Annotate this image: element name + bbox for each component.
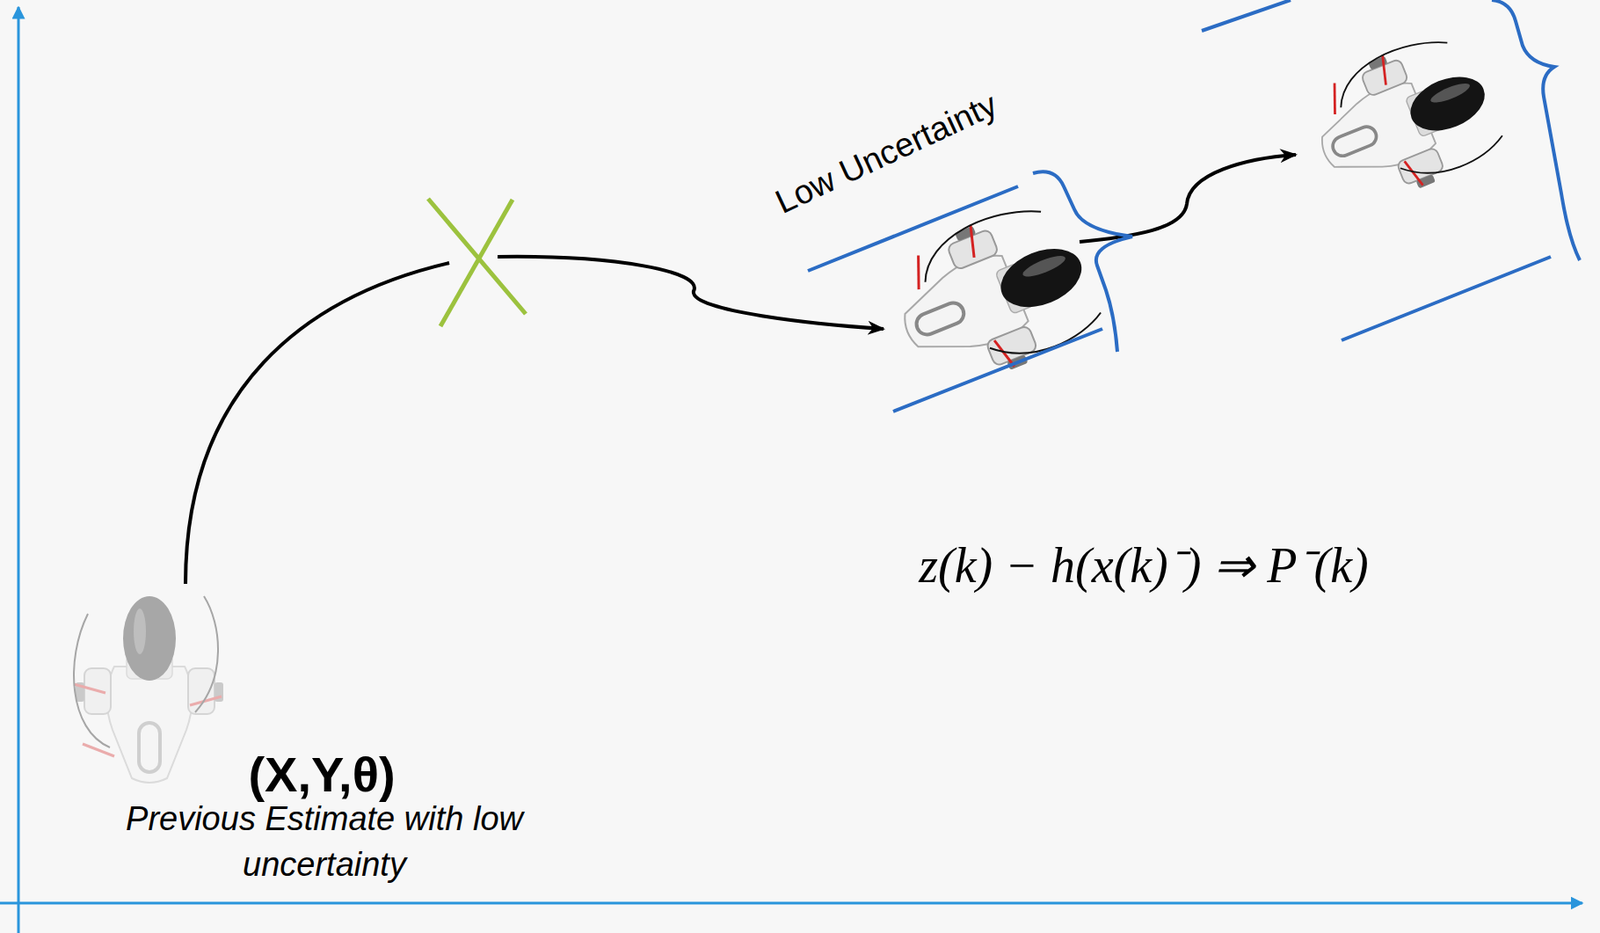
x-axis	[0, 901, 1583, 905]
y-axis	[17, 7, 21, 933]
uncertainty-brace	[1032, 171, 1133, 352]
uncertainty-bound	[893, 328, 1103, 412]
measurement-cross	[440, 199, 513, 327]
trajectory-arrow	[1079, 154, 1296, 242]
trajectory-arrow	[497, 256, 884, 329]
uncertainty-bound	[807, 186, 1019, 271]
pose-label: (X,Y,θ)	[247, 745, 395, 803]
estimate-note: Previous Estimate with low uncertainty	[122, 795, 527, 888]
trajectory	[185, 262, 450, 584]
robot-next	[1298, 24, 1509, 217]
uncertainty-bound	[1201, 0, 1291, 31]
uncertainty-brace	[1491, 0, 1580, 261]
previous-robot	[73, 596, 224, 783]
uncertainty-bound	[1341, 256, 1551, 341]
uncertainty-label: Low Uncertainty	[769, 85, 1003, 221]
measurement-cross	[428, 198, 526, 314]
robot-predicted	[879, 191, 1108, 400]
innovation-formula: z(k) − h(x(k)⁻) ⇒ P⁻(k)	[918, 529, 1368, 597]
